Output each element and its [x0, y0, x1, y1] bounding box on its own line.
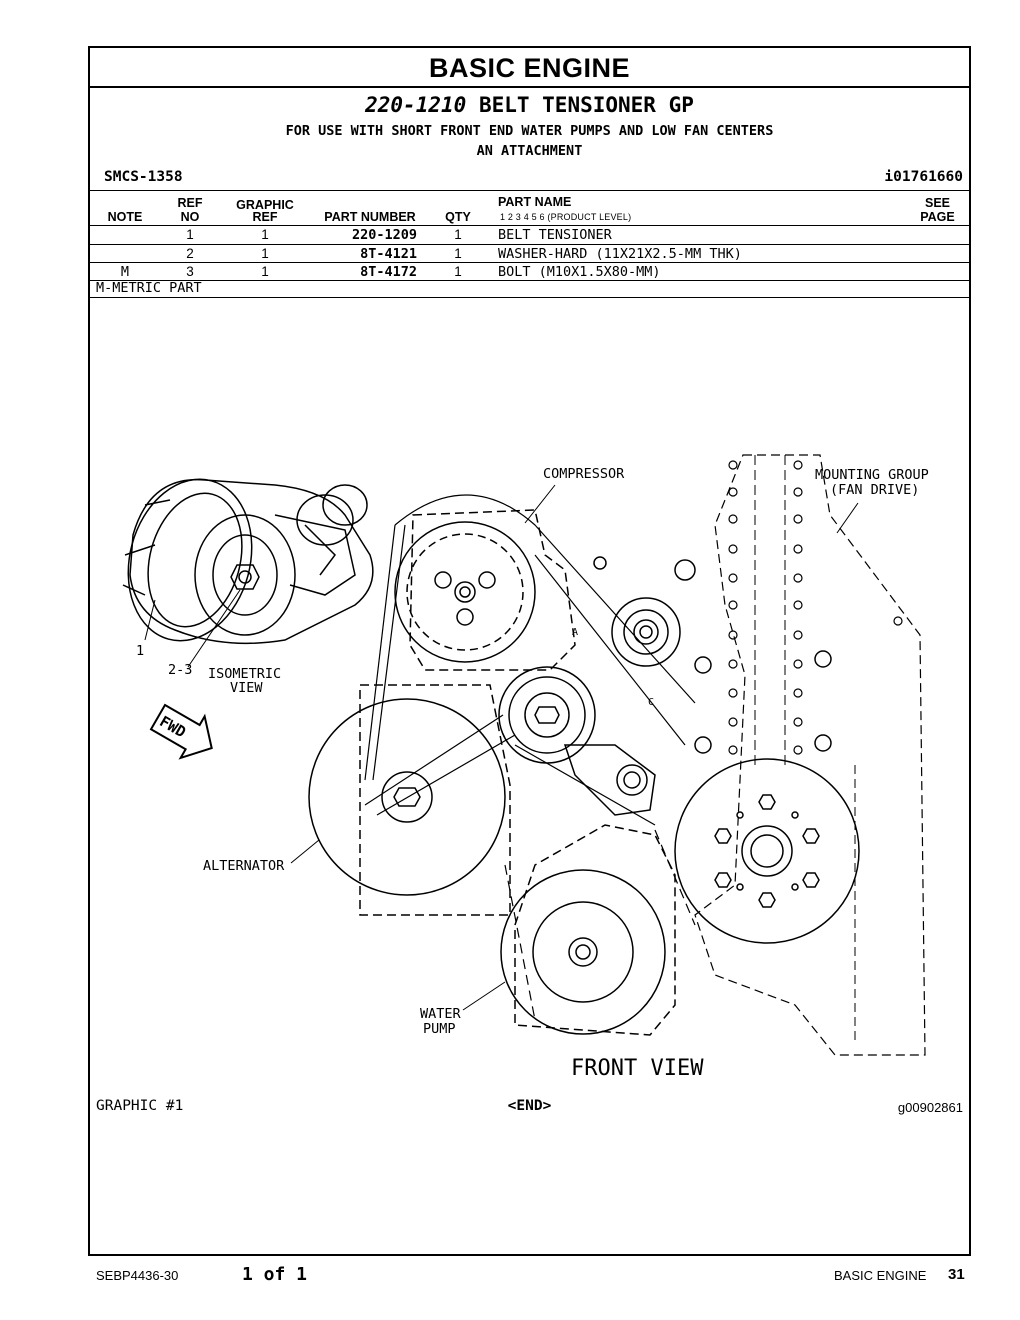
row-rule — [90, 244, 969, 245]
row-graphic-ref: 1 — [261, 264, 269, 279]
metric-footnote: M-METRIC PART — [96, 280, 202, 296]
row-part-number: 220-1209 — [351, 227, 417, 243]
footer-doc-number: SEBP4436-30 — [96, 1268, 179, 1283]
label-point-a: A — [572, 627, 578, 638]
group-part-number: 220-1210 — [365, 93, 467, 117]
group-title: 220-1210 BELT TENSIONER GP — [90, 93, 969, 117]
row-ref: 3 — [186, 264, 194, 279]
header-part-number: PART NUMBER — [324, 210, 416, 224]
header-graphic-2: REF — [252, 210, 278, 224]
row-part-name: BOLT (M10X1.5X80-MM) — [498, 264, 661, 280]
end-marker: <END> — [507, 1098, 552, 1114]
row-qty: 1 — [454, 264, 462, 279]
label-water: WATER — [420, 1006, 462, 1022]
section-title: BASIC ENGINE — [90, 48, 969, 88]
smcs-code: SMCS-1358 — [104, 169, 183, 185]
illustration-id: i01761660 — [884, 169, 963, 185]
header-see-2: PAGE — [920, 210, 955, 224]
header-graphic-1: GRAPHIC — [236, 198, 294, 212]
label-pump: PUMP — [423, 1021, 456, 1037]
fwd-arrow: FWD — [149, 703, 213, 760]
label-point-c: C — [648, 697, 654, 708]
fan-drive-pulley — [674, 758, 860, 944]
header-ref-2: NO — [180, 210, 200, 224]
compressor-pulley — [394, 509, 576, 671]
row-part-name: WASHER-HARD (11X21X2.5-MM THK) — [498, 246, 742, 262]
header-qty: QTY — [445, 210, 471, 224]
footer-section: BASIC ENGINE — [834, 1268, 927, 1283]
group-subtitle-attachment: AN ATTACHMENT — [476, 143, 583, 159]
row-qty: 1 — [454, 227, 462, 242]
mounting-holes — [728, 460, 903, 755]
footer-page-number: 31 — [948, 1266, 965, 1283]
label-mounting-group: MOUNTING GROUP — [815, 467, 929, 483]
table-row: M 3 1 8T-4172 1 BOLT (M10X1.5X80-MM) — [90, 263, 969, 281]
header-see-1: SEE — [924, 196, 950, 210]
group-name: BELT TENSIONER GP — [478, 93, 694, 117]
header-rule — [90, 225, 969, 226]
footer-page-of: 1 of 1 — [242, 1264, 308, 1285]
row-part-name: BELT TENSIONER — [498, 227, 612, 243]
label-callout-1: 1 — [136, 643, 144, 659]
header-part-name: PART NAME — [498, 195, 572, 209]
label-fan-drive: (FAN DRIVE) — [830, 482, 919, 498]
footnote-rule — [90, 297, 969, 298]
row-graphic-ref: 1 — [261, 246, 269, 261]
idler-pulley — [611, 597, 681, 667]
row-rule — [90, 280, 969, 281]
isometric-tensioner-drawing — [122, 478, 374, 645]
row-note: M — [120, 264, 130, 280]
row-graphic-ref: 1 — [261, 227, 269, 242]
label-compressor: COMPRESSOR — [543, 466, 625, 482]
label-isometric: ISOMETRIC — [208, 666, 281, 682]
row-ref: 2 — [186, 246, 194, 261]
table-row: 1 1 220-1209 1 BELT TENSIONER — [90, 226, 969, 244]
graphic-id: g00902861 — [897, 1100, 963, 1115]
row-part-number: 8T-4121 — [360, 246, 417, 262]
belt-tensioner-diagram: FWD — [122, 454, 929, 1081]
row-qty: 1 — [454, 246, 462, 261]
header-product-level: 1 2 3 4 5 6 (PRODUCT LEVEL) — [500, 212, 632, 222]
drive-belt — [364, 494, 696, 1021]
label-callout-2-3: 2-3 — [168, 662, 192, 678]
alternator-pulley — [308, 684, 511, 916]
header-note: NOTE — [107, 210, 143, 224]
water-pump-pulley — [500, 824, 676, 1036]
label-front-view: FRONT VIEW — [571, 1056, 704, 1081]
group-subtitle-usage: FOR USE WITH SHORT FRONT END WATER PUMPS… — [285, 123, 774, 139]
belt-tensioner-pulley — [498, 666, 656, 816]
graphic-label: GRAPHIC #1 — [96, 1098, 184, 1114]
row-part-number: 8T-4172 — [360, 264, 417, 280]
row-rule — [90, 262, 969, 263]
header-ref-1: REF — [177, 196, 203, 210]
table-top-rule — [90, 190, 969, 191]
label-alternator: ALTERNATOR — [203, 858, 285, 874]
page-frame: BASIC ENGINE 220-1210 BELT TENSIONER GP … — [88, 46, 971, 1256]
row-ref: 1 — [186, 227, 194, 242]
label-view: VIEW — [230, 680, 263, 696]
table-row: 2 1 8T-4121 1 WASHER-HARD (11X21X2.5-MM … — [90, 245, 969, 263]
